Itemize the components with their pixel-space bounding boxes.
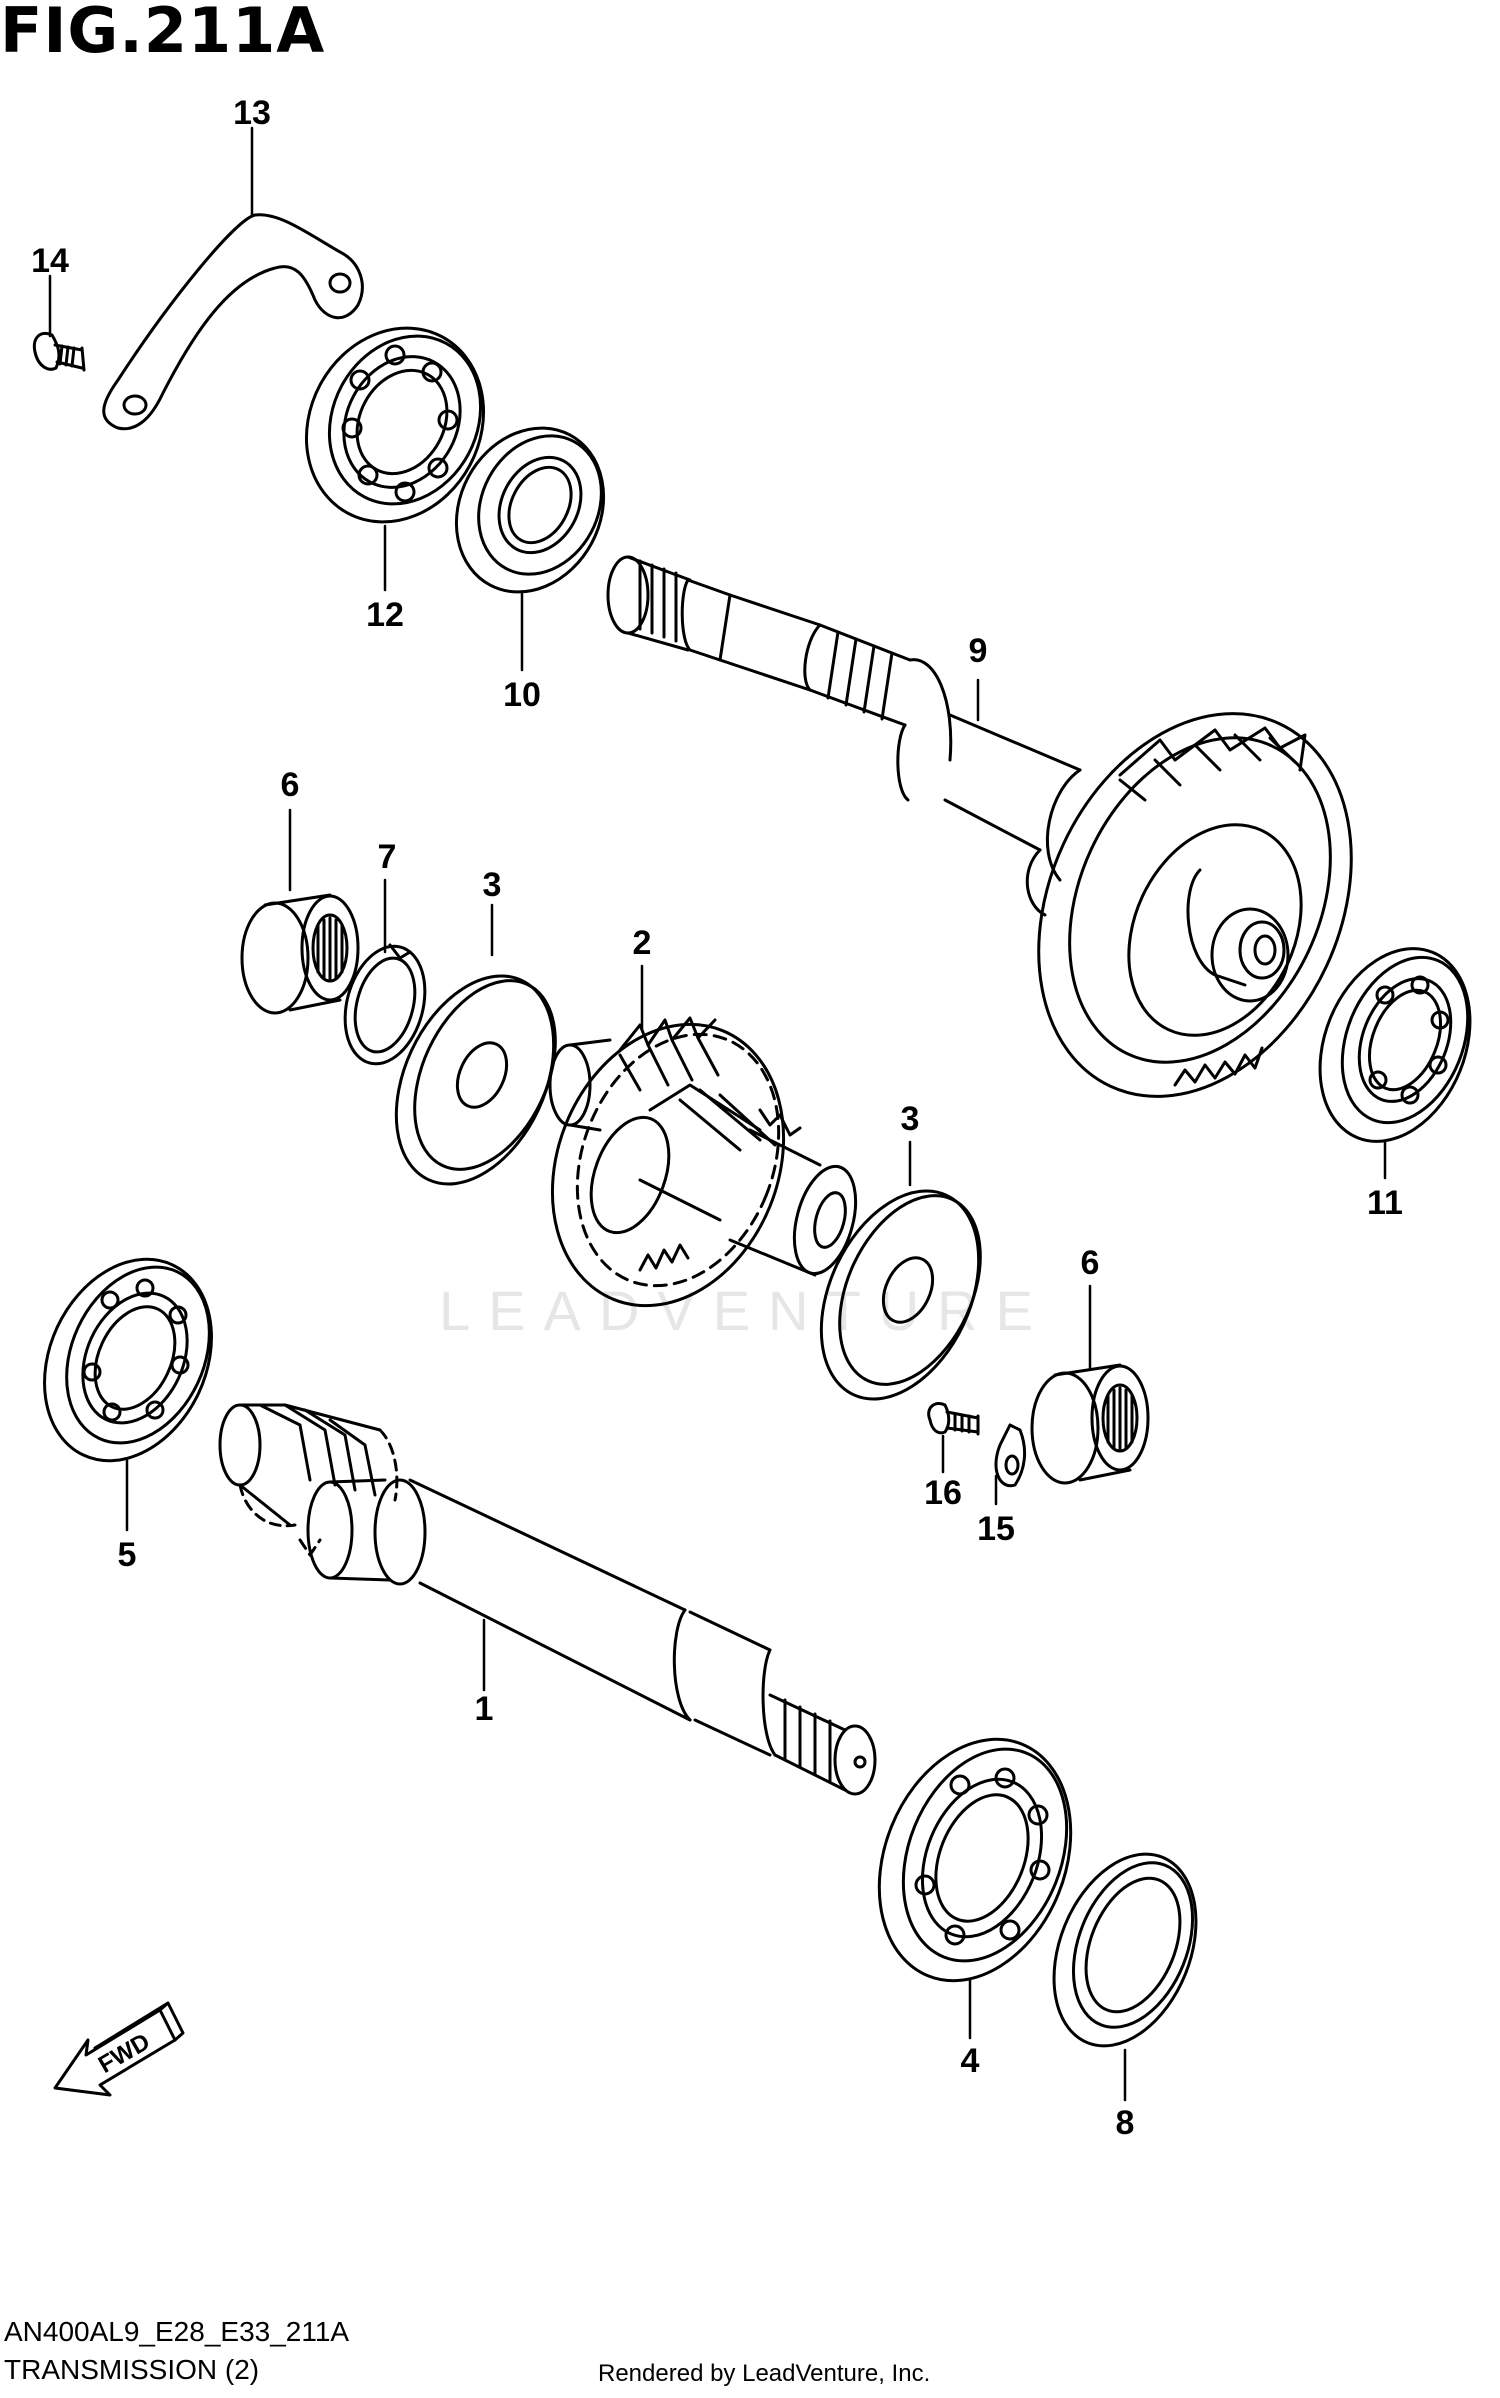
model-code: AN400AL9_E28_E33_211A (4, 2316, 350, 2347)
fwd-arrow-icon: FWD (53, 2001, 185, 2097)
callout-16: 16 (924, 1474, 962, 1512)
callout-8: 8 (1116, 2104, 1135, 2142)
part-9-driven-shaft (606, 555, 1353, 1098)
part-2-countershaft-gear (548, 1016, 858, 1308)
part-7-circlip (343, 943, 427, 1066)
part-15-lock-tab (994, 1423, 1027, 1488)
callout-3-lower: 3 (901, 1100, 920, 1138)
callout-6-upper: 6 (281, 766, 300, 804)
callout-3-upper: 3 (483, 866, 502, 904)
callout-13: 13 (233, 94, 271, 132)
figure-title: FIG.211A (0, 0, 326, 67)
part-3-washer-upper (394, 974, 557, 1186)
callout-2: 2 (633, 924, 652, 962)
callout-11: 11 (1367, 1184, 1403, 1222)
callout-5: 5 (118, 1536, 137, 1574)
leader-lines (48, 126, 1387, 2102)
part-4-bearing (877, 1737, 1073, 1983)
callout-15: 15 (977, 1510, 1015, 1548)
callout-12: 12 (366, 596, 404, 634)
callout-4: 4 (961, 2042, 980, 2080)
part-10-oil-seal (454, 426, 606, 594)
part-6-needle-bearing-lower (1030, 1363, 1150, 1485)
part-11-bearing (1318, 947, 1472, 1143)
part-16-screw (927, 1402, 980, 1436)
part-1-countershaft (218, 1403, 877, 1796)
watermark-text: LEADVENTURE (439, 1279, 1051, 1342)
section-name: TRANSMISSION (2) (4, 2354, 260, 2385)
callout-10: 10 (503, 676, 541, 714)
part-6-needle-bearing-upper (240, 893, 360, 1015)
callout-numbers: 13 14 12 10 9 11 6 7 3 2 3 6 16 15 5 1 4… (31, 94, 1403, 2142)
part-12-bearing (304, 326, 486, 524)
callout-14: 14 (31, 242, 69, 280)
callout-1: 1 (475, 1690, 494, 1728)
part-3-washer-lower (819, 1189, 982, 1401)
callout-7: 7 (378, 838, 397, 876)
part-14-screw (32, 332, 86, 372)
render-credit: Rendered by LeadVenture, Inc. (598, 2360, 931, 2387)
callout-6-lower: 6 (1081, 1244, 1100, 1282)
part-13-bearing-retainer (102, 213, 364, 431)
part-8-oil-seal (1052, 1852, 1198, 2048)
callout-9: 9 (969, 632, 988, 670)
part-5-bearing (43, 1257, 213, 1463)
